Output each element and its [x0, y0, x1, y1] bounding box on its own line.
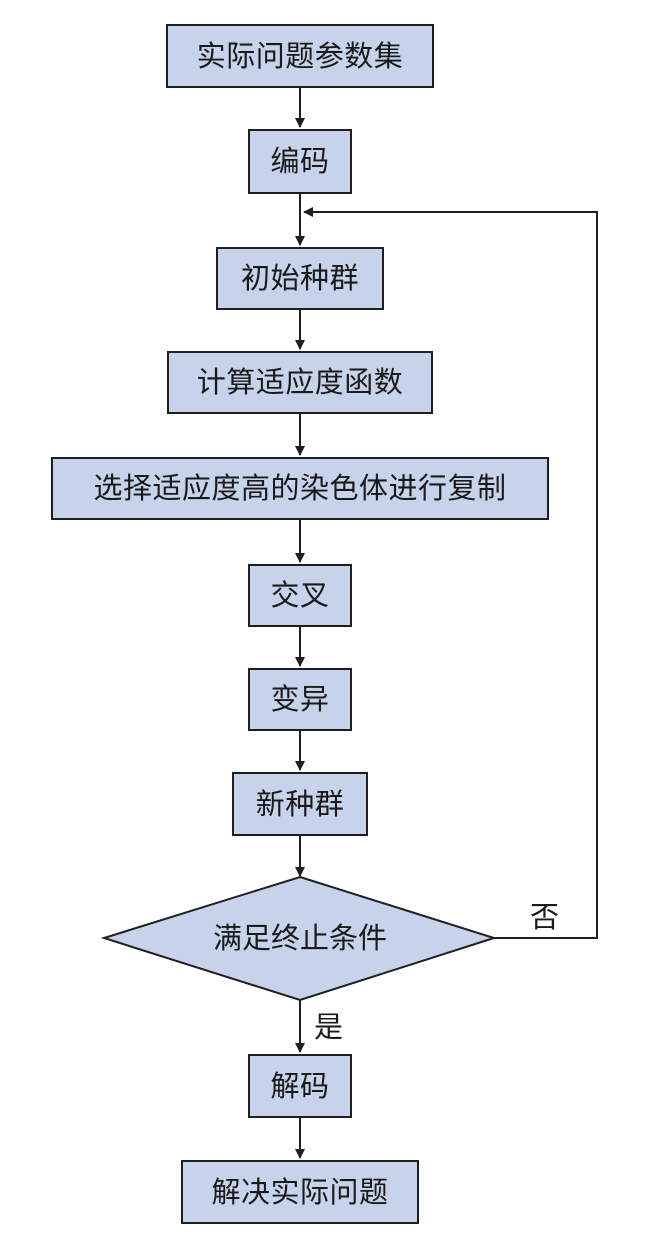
step-new-population: 新种群 — [232, 772, 368, 836]
step-encode: 编码 — [248, 129, 352, 194]
step-select-copy: 选择适应度高的染色体进行复制 — [51, 457, 549, 520]
no-label: 否 — [530, 900, 560, 934]
step-params: 实际问题参数集 — [166, 24, 434, 88]
step-init-population: 初始种群 — [216, 247, 384, 310]
yes-label: 是 — [314, 1010, 344, 1044]
decision-condition: 满足终止条件 — [212, 920, 387, 955]
step-fitness: 计算适应度函数 — [167, 351, 433, 414]
step-decode: 解码 — [248, 1054, 352, 1118]
step-mutation: 变异 — [248, 668, 352, 731]
step-solve: 解决实际问题 — [181, 1160, 419, 1224]
decision-diamond — [100, 875, 498, 1002]
arrow-loop-back — [303, 207, 598, 939]
step-crossover: 交叉 — [248, 564, 352, 627]
